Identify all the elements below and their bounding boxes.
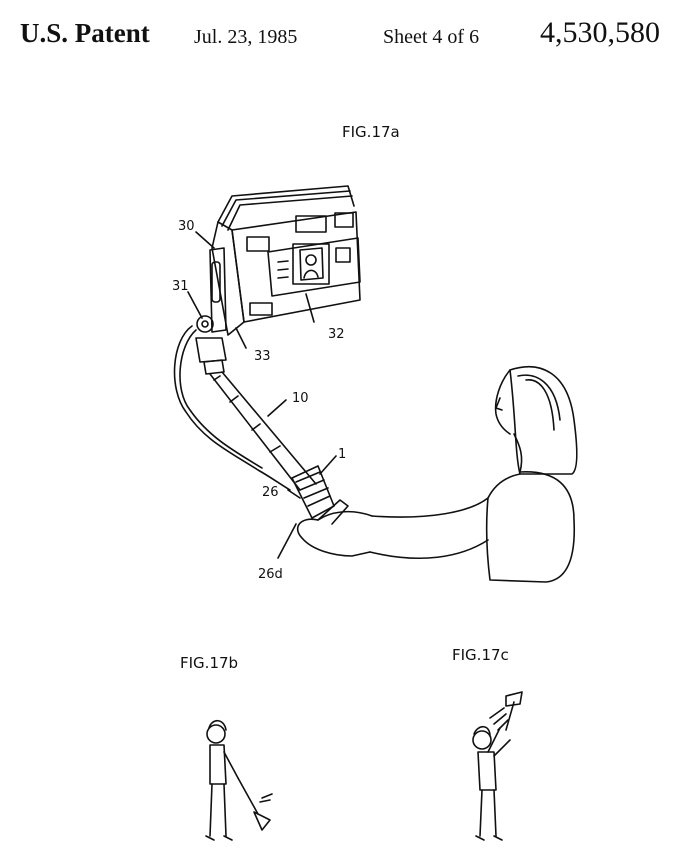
fig17b-person [205,719,273,841]
ref-33: 33 [254,349,271,364]
lens-plate [267,237,361,297]
fig17a-caption: FIG.17a [342,123,400,141]
fig17c-person [472,691,523,841]
release-knob [196,315,214,333]
ref-26d: 26d [258,567,283,582]
sheet-number: Sheet 4 of 6 [383,26,480,48]
patent-header: U.S. Patent Jul. 23, 1985 Sheet 4 of 6 4… [0,12,700,52]
ref-26: 26 [262,485,279,500]
ref-10: 10 [292,391,309,406]
person-illustration [296,366,578,583]
ref-32: 32 [328,327,345,342]
ref-1: 1 [338,447,346,462]
fig17b-caption: FIG.17b [180,654,238,672]
patent-number: 4,530,580 [540,16,660,49]
fig17c-caption: FIG.17c [452,646,509,664]
patent-title: U.S. Patent [20,18,150,48]
cable [173,325,291,491]
ref-30: 30 [178,219,195,234]
patent-date: Jul. 23, 1985 [194,26,298,48]
camera-screen [292,243,330,285]
ref-31: 31 [172,279,189,294]
camera-illustration [195,185,361,375]
